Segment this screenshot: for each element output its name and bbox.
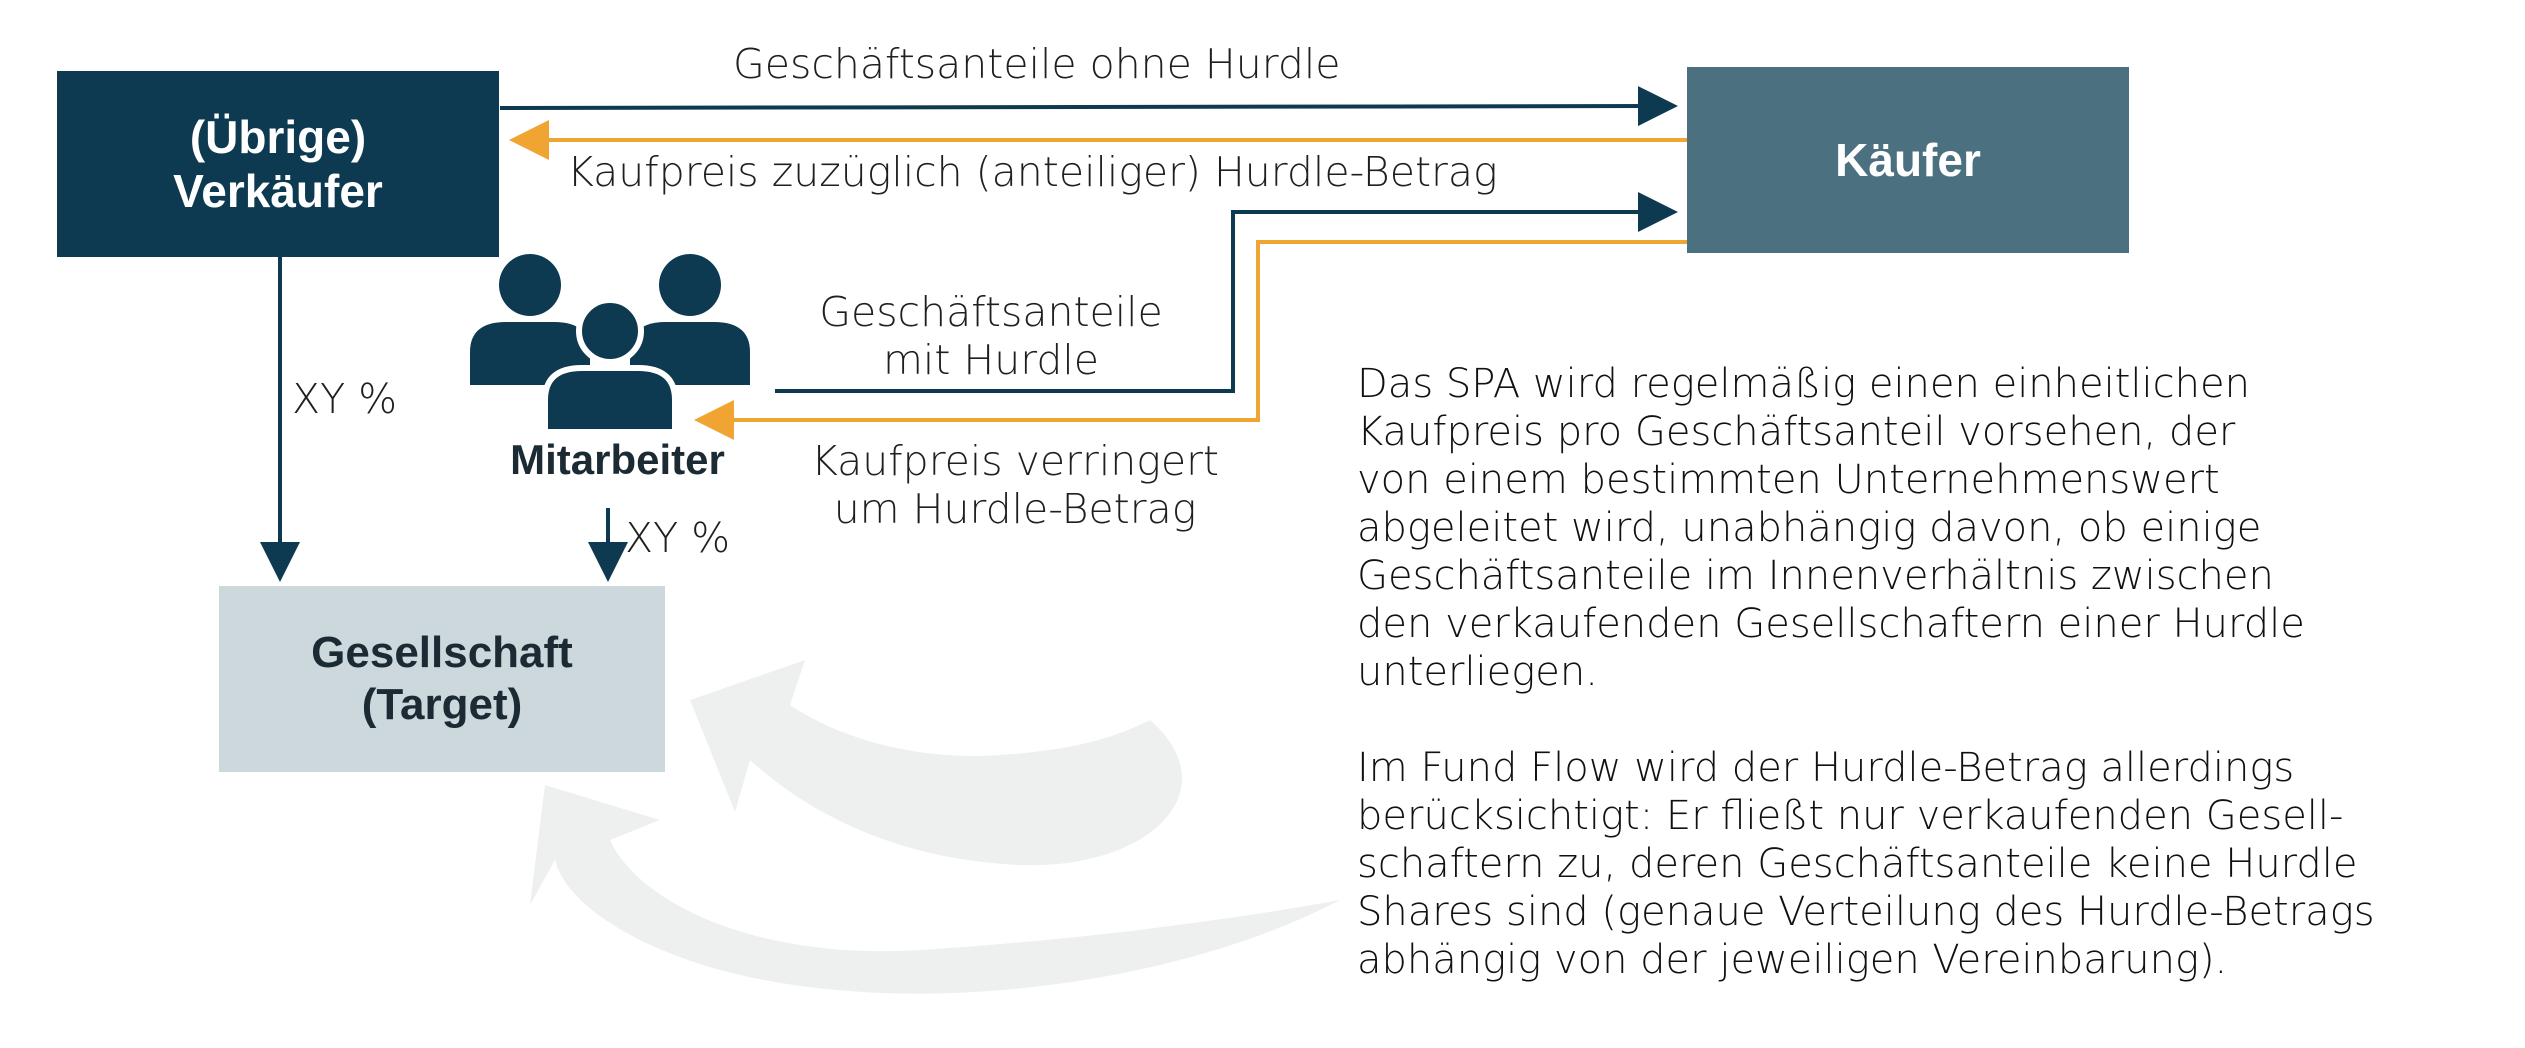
label-seller-stake: XY % [292,375,398,423]
label-employee-stake: XY % [625,514,731,562]
label-price-minus-hurdle: Kaufpreis verringert um Hurdle-Betrag [810,437,1220,533]
label-price-plus-hurdle: Kaufpreis zuzüglich (anteiliger) Hurdle-… [567,148,1498,196]
explanation-paragraph-1: Das SPA wird regelmäßig einen einheitlic… [1357,361,2305,695]
label-shares-with-hurdle: Geschäftsanteile mit Hurdle [819,288,1163,384]
arrow-shares-with-hurdle [775,192,1678,393]
people-group-icon [470,254,750,435]
buyer-box: Käufer [1687,67,2129,253]
arrow-price-minus-hurdle [694,240,1687,440]
explanation-text: Das SPA wird regelmäßig einen einheitlic… [1357,360,2507,1032]
watermark-arrow-upper [690,660,1182,866]
watermark-arrow-lower [530,785,1340,994]
arrow-shares-without-hurdle [499,86,1678,127]
seller-box: (Übrige) Verkäufer [57,71,499,257]
explanation-paragraph-2: Im Fund Flow wird der Hurdle-Betrag alle… [1357,745,2375,983]
watermark-curved-arrows [530,660,1340,994]
label-shares-without-hurdle: Geschäftsanteile ohne Hurdle [733,40,1341,88]
target-company-box: Gesellschaft (Target) [219,586,665,772]
employees-label: Mitarbeiter [510,436,725,483]
